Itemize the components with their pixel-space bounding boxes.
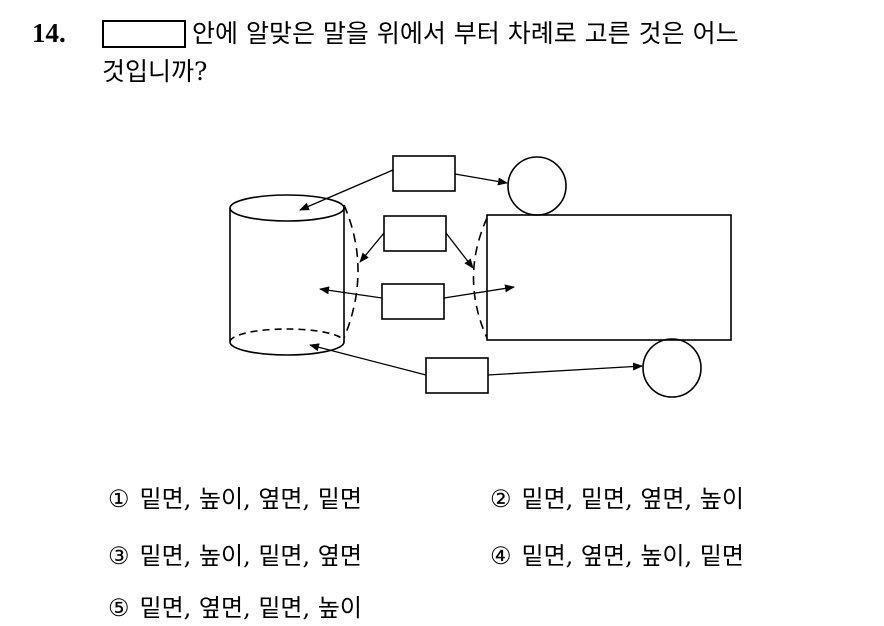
net-bottom-circle — [642, 338, 702, 398]
choice-5-number: ⑤ — [108, 594, 130, 622]
choice-4-text: 밑면, 옆면, 높이, 밑면 — [521, 542, 744, 570]
question-number: 14. — [32, 18, 66, 48]
question: 14. 안에 알맞은 말을 위에서 부터 차례로 고른 것은 어느 것입니까? — [32, 14, 872, 91]
answer-blank-box — [102, 20, 186, 48]
choice-2-number: ② — [490, 485, 512, 513]
label-box-2 — [383, 215, 447, 252]
choice-3[interactable]: ③ 밑면, 높이, 밑면, 옆면 — [108, 541, 362, 571]
question-line-2: 것입니까? — [32, 53, 872, 91]
cylinder-bottom-front — [229, 341, 345, 356]
choice-2[interactable]: ② 밑면, 밑면, 옆면, 높이 — [490, 484, 744, 514]
question-text-line-2: 것입니까? — [102, 57, 208, 86]
net-rectangle — [486, 214, 732, 341]
choice-4[interactable]: ④ 밑면, 옆면, 높이, 밑면 — [490, 541, 744, 571]
arrow-box4-to-cylinder-bottom — [309, 343, 427, 376]
choice-4-number: ④ — [490, 542, 512, 570]
arrow-box2-to-right-arc — [445, 232, 474, 269]
choice-1-number: ① — [108, 485, 130, 513]
question-text-line-1: 안에 알맞은 말을 위에서 부터 차례로 고른 것은 어느 — [192, 19, 739, 48]
choice-3-text: 밑면, 높이, 밑면, 옆면 — [139, 542, 362, 570]
arrow-box3-to-rectangle — [443, 284, 515, 299]
label-box-1 — [392, 155, 456, 192]
question-line-1: 14. 안에 알맞은 말을 위에서 부터 차례로 고른 것은 어느 — [32, 14, 872, 53]
choice-1-text: 밑면, 높이, 옆면, 밑면 — [139, 485, 362, 513]
arrow-box2-to-left-arc — [359, 232, 385, 263]
choice-5[interactable]: ⑤ 밑면, 옆면, 밑면, 높이 — [108, 593, 362, 623]
choice-5-text: 밑면, 옆면, 밑면, 높이 — [139, 594, 362, 622]
label-box-3 — [381, 283, 445, 320]
arrow-box1-to-cylinder-top — [299, 169, 394, 211]
cylinder — [229, 194, 345, 356]
dashed-arc-left — [343, 204, 359, 339]
choice-2-text: 밑면, 밑면, 옆면, 높이 — [521, 485, 744, 513]
arrow-box1-to-top-circle — [454, 173, 508, 186]
arrow-box3-to-cylinder-side — [319, 286, 383, 299]
label-box-4 — [425, 357, 489, 394]
dashed-arc-right — [472, 217, 488, 339]
choice-3-number: ③ — [108, 542, 130, 570]
cylinder-bottom-back-dashed — [229, 328, 345, 343]
net-top-circle — [507, 156, 567, 216]
choice-1[interactable]: ① 밑면, 높이, 옆면, 밑면 — [108, 484, 362, 514]
arrow-box4-to-bottom-circle — [487, 362, 643, 376]
